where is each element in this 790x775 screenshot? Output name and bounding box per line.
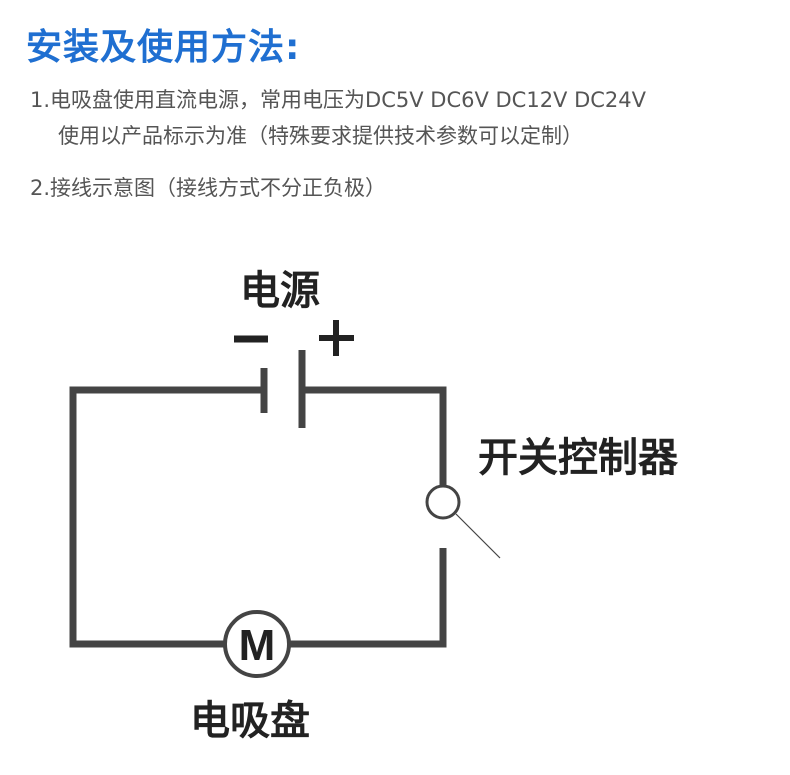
switch-contact-icon [425, 484, 461, 520]
page-title: 安装及使用方法: [26, 27, 301, 68]
switch-label: 开关控制器 [478, 435, 678, 481]
plus-sign-icon [319, 320, 354, 356]
instruction-line-2: 使用以产品标示为准（特殊要求提供技术参数可以定制） [58, 124, 583, 148]
motor-icon [223, 610, 291, 678]
instruction-line-3: 2.接线示意图（接线方式不分正负极） [30, 176, 387, 200]
load-label: 电吸盘 [190, 698, 310, 744]
switch-lever [455, 513, 501, 559]
motor-symbol: M [239, 621, 276, 670]
wire-bottom-right [289, 548, 447, 648]
instruction-line-1: 1.电吸盘使用直流电源，常用电压为DC5V DC6V DC12V DC24V [30, 88, 647, 112]
wire-left [69, 386, 264, 648]
power-label: 电源 [240, 268, 320, 314]
wire-top-right [302, 386, 447, 486]
